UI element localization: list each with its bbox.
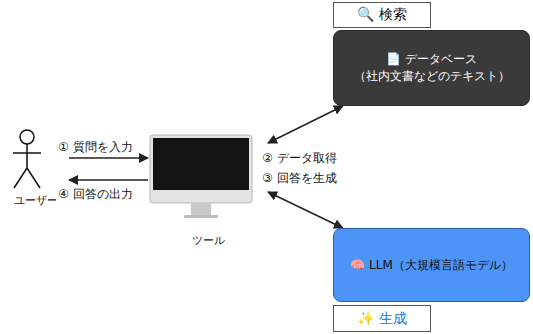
flow-arrow xyxy=(268,106,343,143)
node-text: 🧠 LLM（大規模言語モデル） xyxy=(350,257,513,274)
node-text: （社内文書などのテキスト） xyxy=(354,68,510,85)
node-text: 🔍 検索 xyxy=(357,6,406,24)
llm-box: 🧠 LLM（大規模言語モデル） xyxy=(333,228,530,302)
section-tab: 🔍 検索 xyxy=(333,2,431,28)
flow-arrow xyxy=(268,192,343,228)
section-tab: ✨ 生成 xyxy=(333,305,431,332)
node-caption: ツール xyxy=(148,233,268,248)
stick-figure xyxy=(3,128,55,192)
tool-monitor: ツール xyxy=(148,133,268,248)
step-label: ① 質問を入力 xyxy=(56,139,135,156)
database-box: 📄 データベース（社内文書などのテキスト） xyxy=(333,30,530,106)
flow-arrow xyxy=(69,157,148,159)
step-label: ④ 回答の出力 xyxy=(56,186,135,203)
node-text: 📄 データベース xyxy=(386,51,477,68)
step-label: ③ 回答を生成 xyxy=(260,170,339,187)
flow-arrow xyxy=(69,179,148,181)
step-label: ② データ取得 xyxy=(260,150,339,167)
monitor-illustration xyxy=(148,133,254,225)
node-text: ✨ 生成 xyxy=(357,310,406,328)
